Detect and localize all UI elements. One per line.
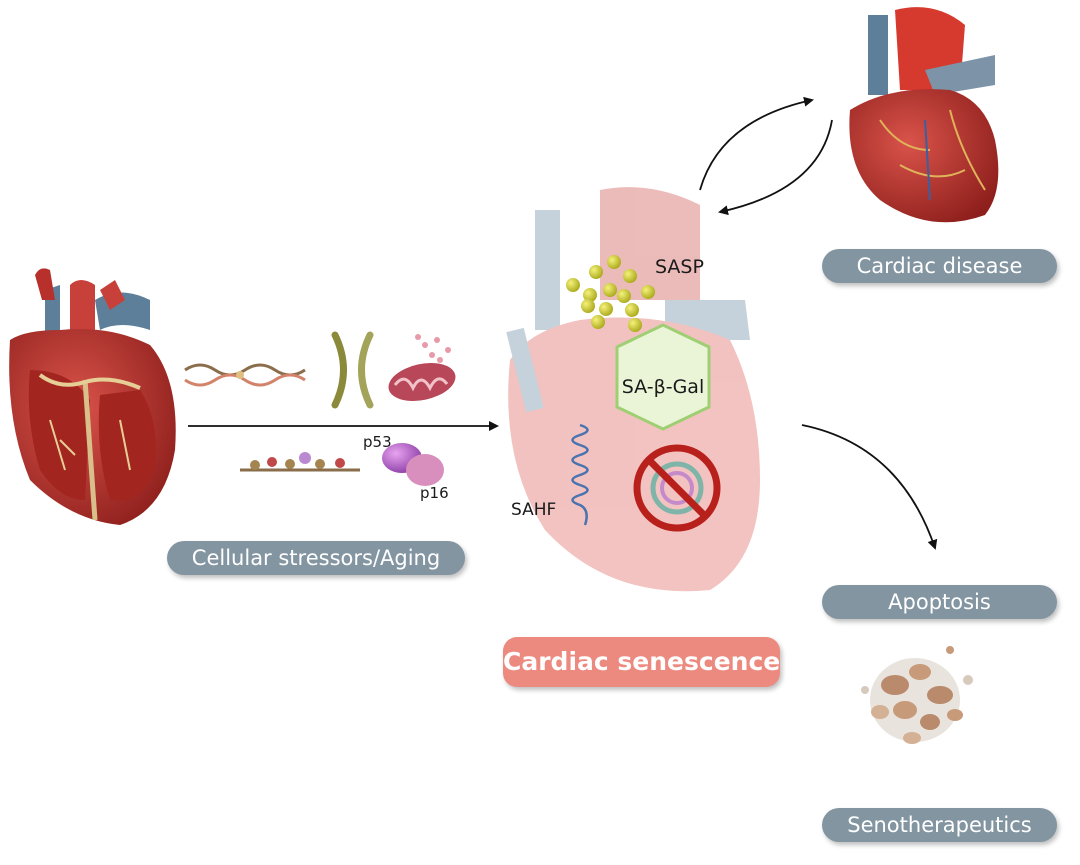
mitochondrion-icon (388, 334, 456, 401)
cardiac-senescence-label: Cardiac senescence (503, 637, 780, 687)
p53-p16-proteins-icon (382, 443, 444, 486)
sa-beta-gal-label: SA-β-Gal (621, 376, 705, 398)
sasp-label: SASP (655, 256, 704, 278)
chromosome-icon (331, 331, 374, 409)
senescence-to-disease-arrow (699, 96, 814, 191)
disease-to-senescence-arrow (718, 119, 833, 216)
cellular-stressors-label: Cellular stressors/Aging (167, 541, 465, 575)
dna-damage-icon (184, 363, 306, 387)
diseased-heart-illustration (849, 7, 999, 223)
sahf-coil-icon (571, 423, 589, 526)
senescence-to-apoptosis-arrow (801, 424, 938, 550)
p16-label: p16 (420, 484, 449, 502)
apoptotic-bodies-icon (861, 646, 973, 744)
cell-cycle-arrest-icon (633, 444, 721, 532)
telomere-chromatin-icon (240, 452, 360, 472)
sa-beta-gal-hexagon (615, 323, 711, 431)
cardiac-disease-label: Cardiac disease (822, 249, 1057, 283)
senotherapeutics-label: Senotherapeutics (822, 808, 1057, 842)
left-heart-illustration (9, 268, 176, 525)
p53-label: p53 (363, 433, 392, 451)
sasp-particles (566, 255, 655, 332)
sahf-label: SAHF (511, 500, 557, 520)
apoptosis-label: Apoptosis (822, 585, 1057, 619)
